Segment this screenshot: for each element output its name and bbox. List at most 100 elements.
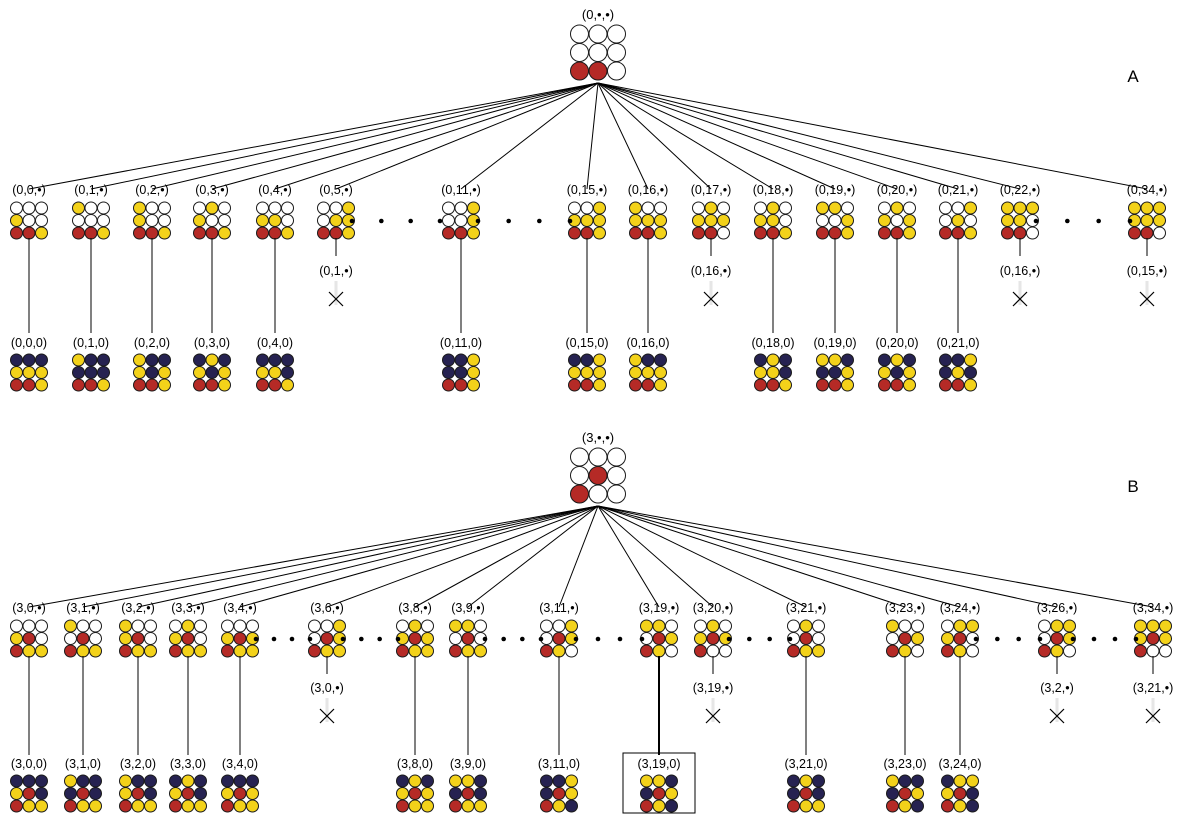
board-piece xyxy=(442,366,455,379)
board-piece xyxy=(841,201,854,215)
board-piece xyxy=(317,226,330,240)
board-piece xyxy=(1128,201,1141,215)
board-piece xyxy=(421,774,434,788)
board-piece xyxy=(35,226,48,240)
board-piece xyxy=(408,774,422,788)
board-piece xyxy=(22,787,36,800)
board-piece xyxy=(194,619,207,633)
leaf-board xyxy=(939,353,977,392)
board-piece xyxy=(1001,201,1014,215)
board-piece xyxy=(766,378,780,392)
board-piece xyxy=(1063,619,1076,633)
board-piece xyxy=(1038,619,1051,633)
board-piece xyxy=(22,366,36,379)
board-piece xyxy=(966,774,979,788)
board-piece xyxy=(890,214,904,227)
board-piece xyxy=(119,644,132,658)
child-node: (0,4,•)(0,4,0) xyxy=(256,183,294,392)
board-piece xyxy=(717,201,730,215)
ellipsis-dot xyxy=(973,636,979,642)
ellipsis-dot xyxy=(1127,218,1133,224)
board-piece xyxy=(218,214,231,227)
board-piece xyxy=(342,226,355,240)
cross-mark xyxy=(1145,708,1161,724)
board-piece xyxy=(144,632,157,645)
board-piece xyxy=(540,799,553,813)
board-piece xyxy=(72,214,85,227)
leaf-label: (0,4,0) xyxy=(257,336,293,350)
ellipsis-dot xyxy=(595,636,601,642)
board-piece xyxy=(35,787,48,800)
board-piece xyxy=(964,226,977,240)
branch-line xyxy=(187,505,599,608)
ellipsis-dot xyxy=(307,636,313,642)
board-piece xyxy=(320,632,334,645)
board-piece xyxy=(76,644,90,658)
board-piece xyxy=(903,214,916,227)
board-piece xyxy=(754,378,767,392)
child-label: (0,34,•) xyxy=(1127,183,1168,197)
board-piece xyxy=(181,787,195,800)
child-label: (0,0,•) xyxy=(12,183,46,197)
board-piece xyxy=(1001,226,1014,240)
board-piece xyxy=(76,619,90,633)
ellipsis-dot xyxy=(1096,218,1101,224)
board-piece xyxy=(268,353,282,367)
child-node: (3,4,•)(3,4,0) xyxy=(221,601,259,813)
board-piece xyxy=(890,366,904,379)
child-label: (3,6,•) xyxy=(310,601,344,615)
child-board xyxy=(1038,619,1076,658)
leaf-node: (0,11,0) xyxy=(440,336,482,392)
board-piece xyxy=(552,644,566,658)
board-piece xyxy=(76,787,90,800)
board-piece xyxy=(593,214,606,227)
board-piece xyxy=(890,201,904,215)
board-piece xyxy=(158,366,171,379)
leaf-label: (3,0,0) xyxy=(11,757,47,771)
ellipsis-dot xyxy=(567,218,573,224)
board-piece xyxy=(342,201,355,215)
ellipsis xyxy=(253,636,313,642)
board-piece xyxy=(181,774,195,788)
board-piece xyxy=(35,632,48,645)
board-piece xyxy=(812,619,825,633)
board-piece xyxy=(10,353,23,367)
board-piece xyxy=(903,378,916,392)
branch-line xyxy=(82,505,599,608)
leaf-node: (3,2,0) xyxy=(119,757,157,813)
board-piece xyxy=(878,353,891,367)
child-node: (0,3,•)(0,3,0) xyxy=(193,183,231,392)
board-piece xyxy=(629,366,642,379)
leaf-node: (3,3,0) xyxy=(169,757,207,813)
leaf-node: (0,18,0) xyxy=(751,336,795,392)
board-piece xyxy=(1140,214,1154,227)
leaf-board xyxy=(540,774,578,813)
board-piece xyxy=(812,774,825,788)
child-label: (3,3,•) xyxy=(171,601,205,615)
board-piece xyxy=(570,61,589,81)
board-piece xyxy=(1128,226,1141,240)
board-piece xyxy=(205,214,219,227)
board-piece xyxy=(787,644,800,658)
board-piece xyxy=(454,353,468,367)
board-piece xyxy=(878,214,891,227)
leaf-label: (0,2,0) xyxy=(134,336,170,350)
child-label: (0,16,•) xyxy=(628,183,669,197)
board-piece xyxy=(461,619,475,633)
board-piece xyxy=(1159,632,1172,645)
child-node: (0,2,•)(0,2,0) xyxy=(133,183,171,392)
root-label: (0,•,•) xyxy=(582,7,614,22)
ellipsis-dot xyxy=(506,218,511,224)
leaf-board xyxy=(256,353,294,392)
child-label: (3,20,•) xyxy=(693,601,734,615)
leaf-board xyxy=(72,353,110,392)
child-label: (0,5,•) xyxy=(319,183,353,197)
leaf-label: (0,11,0) xyxy=(440,336,482,350)
leaf-node: (0,4,0) xyxy=(256,336,294,392)
board-piece xyxy=(308,644,321,658)
leaf-board xyxy=(442,353,480,392)
board-piece xyxy=(964,201,977,215)
ellipsis xyxy=(1070,636,1139,642)
leaf-label: (3,24,0) xyxy=(938,757,981,771)
board-piece xyxy=(97,378,110,392)
